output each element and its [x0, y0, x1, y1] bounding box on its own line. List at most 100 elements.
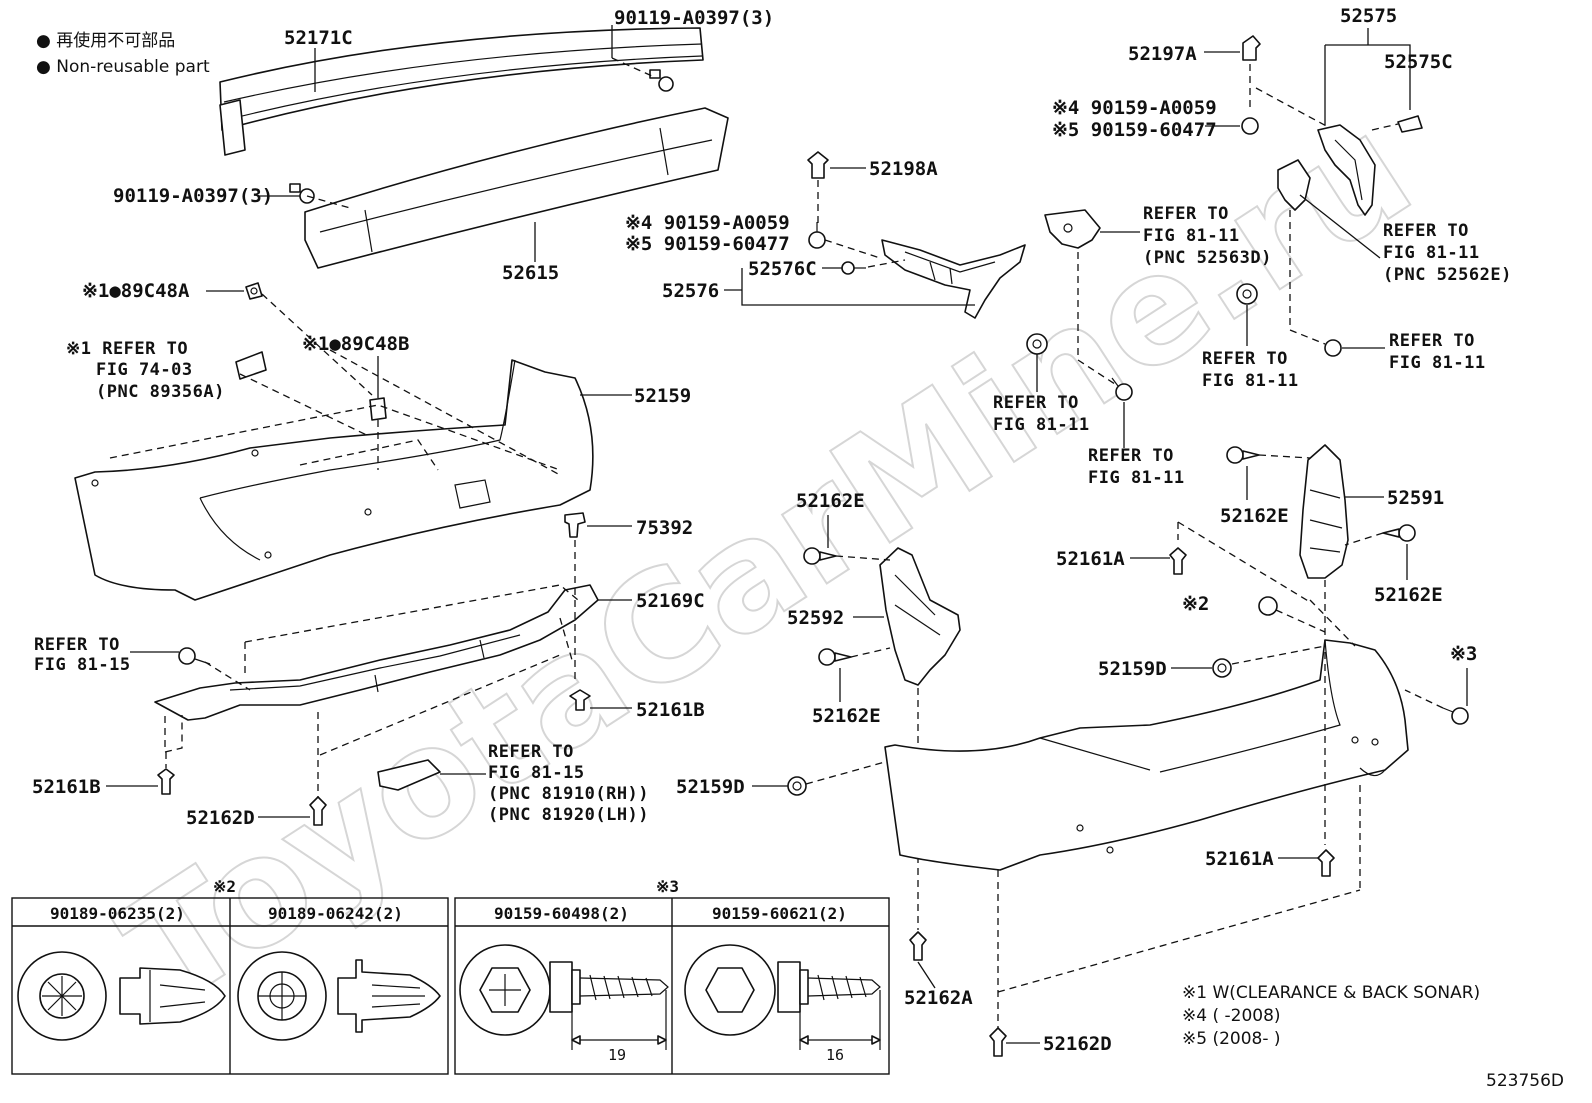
- ref-fig8111a-l2: FIG 81-11: [1143, 226, 1240, 246]
- ref-fig8111a-l3: (PNC 52563D): [1143, 248, 1272, 268]
- plate-89356A: [235, 351, 267, 380]
- note-5: ※5 (2008- ): [1182, 1029, 1281, 1049]
- label-52576: 52576: [662, 280, 719, 302]
- label-52161B-left: 52161B: [32, 776, 101, 798]
- table-group3-label: ※3: [656, 877, 679, 896]
- ref-fig8111b-l2: FIG 81-11: [1383, 243, 1480, 263]
- label-90159-A0059-left: ※4 90159-A0059: [625, 212, 790, 234]
- table-group2-label: ※2: [213, 877, 236, 896]
- ref-fig8111a-l1: REFER TO: [1143, 204, 1229, 224]
- note-4: ※4 ( -2008): [1182, 1006, 1281, 1026]
- note2-marker: ※2: [1182, 593, 1209, 615]
- ref-fig8111d-l1: REFER TO: [1088, 446, 1174, 466]
- clip-52162A: [909, 931, 927, 961]
- clip-52162E-2: [818, 648, 852, 666]
- screw-90159-left: [808, 222, 826, 249]
- label-52576C: 52576C: [748, 258, 817, 280]
- bracket-52592: [879, 547, 961, 686]
- fastener-table: [11, 897, 890, 1075]
- legend-jp: ● 再使用不可部品: [36, 30, 175, 51]
- label-75392: 75392: [636, 517, 693, 539]
- ref-fig8115a-l2: FIG 81-15: [34, 655, 131, 675]
- label-52162E-2: 52162E: [812, 705, 881, 727]
- fastener-90159-60621: [684, 944, 881, 1036]
- clip-52161B-right: [569, 689, 591, 711]
- ref-fig7403-l2: FIG 74-03: [96, 360, 193, 380]
- ref-fig8115b-l2: FIG 81-15: [488, 763, 585, 783]
- label-90159-60477-right: ※5 90159-60477: [1052, 119, 1217, 141]
- ref-fig8115b-l3: (PNC 81910(RH)): [488, 784, 649, 804]
- clip-52162E-4: [1382, 524, 1416, 542]
- label-52161B-right: 52161B: [636, 699, 705, 721]
- clip-52162E-3: [1226, 446, 1260, 464]
- reflector-81910: [377, 759, 441, 791]
- clip-52197A: [1242, 35, 1261, 61]
- bracket-52562E: [1277, 159, 1311, 211]
- ref-fig8115a-l1: REFER TO: [34, 635, 120, 655]
- label-52592: 52592: [787, 607, 844, 629]
- label-52159D-left: 52159D: [676, 776, 745, 798]
- 89C48A-bracket: [245, 282, 263, 300]
- ref-fig7403-l3: (PNC 89356A): [96, 382, 225, 402]
- clip-52162D-left: [309, 796, 327, 826]
- note3-marker: ※3: [1450, 643, 1477, 665]
- clip-52159D-right: [1212, 658, 1232, 678]
- ref-fig8115b-l1: REFER TO: [488, 742, 574, 762]
- legend-en: ● Non-reusable part: [36, 57, 210, 77]
- label-52197A: 52197A: [1128, 43, 1197, 65]
- ref-fig8111b-l3: (PNC 52562E): [1383, 265, 1512, 285]
- label-52162D-left: 52162D: [186, 807, 255, 829]
- dim-16: 16: [826, 1046, 844, 1064]
- nut-fig8111-right: [1236, 283, 1258, 305]
- label-52162E-3: 52162E: [1220, 505, 1289, 527]
- ref-fig8111c-l2: FIG 81-11: [993, 415, 1090, 435]
- ref-fig8115b-l4: (PNC 81920(LH)): [488, 805, 649, 825]
- nut-fig8111-left: [1026, 333, 1048, 355]
- label-90159-60477-left: ※5 90159-60477: [625, 233, 790, 255]
- bumper-cover-right: [884, 639, 1409, 871]
- table-col2-header: 90189-06242(2): [268, 904, 403, 923]
- label-52171C: 52171C: [284, 27, 353, 49]
- label-52162A: 52162A: [904, 987, 973, 1009]
- label-52575C: 52575C: [1384, 51, 1453, 73]
- bracket-52591: [1299, 444, 1349, 579]
- clip-52161B-left: [157, 768, 175, 795]
- label-52161A-bottom: 52161A: [1205, 848, 1274, 870]
- ref-fig8111b-l1: REFER TO: [1383, 221, 1469, 241]
- label-89C48B: ※1●89C48B: [302, 333, 409, 355]
- table-col4-header: 90159-60621(2): [712, 904, 847, 923]
- ref-fig8111e-l2: FIG 81-11: [1202, 371, 1299, 391]
- bracket-52563D: [1044, 209, 1101, 249]
- label-52162D-right: 52162D: [1043, 1033, 1112, 1055]
- label-52159D-right: 52159D: [1098, 658, 1167, 680]
- part-75392: [564, 512, 586, 538]
- 89C48B-bracket: [369, 397, 387, 421]
- label-52162E-1: 52162E: [796, 490, 865, 512]
- label-52169C: 52169C: [636, 590, 705, 612]
- label-90119-left: 90119-A0397(3): [113, 185, 273, 207]
- label-52591: 52591: [1387, 487, 1444, 509]
- label-90159-A0059-right: ※4 90159-A0059: [1052, 97, 1217, 119]
- ref-fig8111e-l1: REFER TO: [1202, 349, 1288, 369]
- bolt-90119-left: [289, 183, 315, 204]
- screw-90159-right: [1241, 117, 1259, 135]
- ref-fig7403-l1: ※1 REFER TO: [66, 339, 188, 359]
- label-52615: 52615: [502, 262, 559, 284]
- clip-note2: [1258, 596, 1278, 616]
- label-89C48A: ※1●89C48A: [82, 280, 190, 302]
- table-col1-header: 90189-06235(2): [50, 904, 185, 923]
- clip-52161A-top: [1169, 547, 1187, 575]
- note-1: ※1 W(CLEARANCE & BACK SONAR): [1182, 983, 1480, 1003]
- clip-52159D-left: [787, 776, 807, 796]
- label-52161A-top: 52161A: [1056, 548, 1125, 570]
- label-52575: 52575: [1340, 5, 1397, 27]
- fastener-90189-06235: [17, 951, 226, 1041]
- label-90119-top: 90119-A0397(3): [614, 7, 774, 29]
- ref-fig8111c-l1: REFER TO: [993, 393, 1079, 413]
- clip-52162D-right: [989, 1027, 1007, 1057]
- bumper-cover-52159: [74, 359, 594, 601]
- screw-52576C: [841, 261, 866, 275]
- clip-52198A: [807, 151, 829, 179]
